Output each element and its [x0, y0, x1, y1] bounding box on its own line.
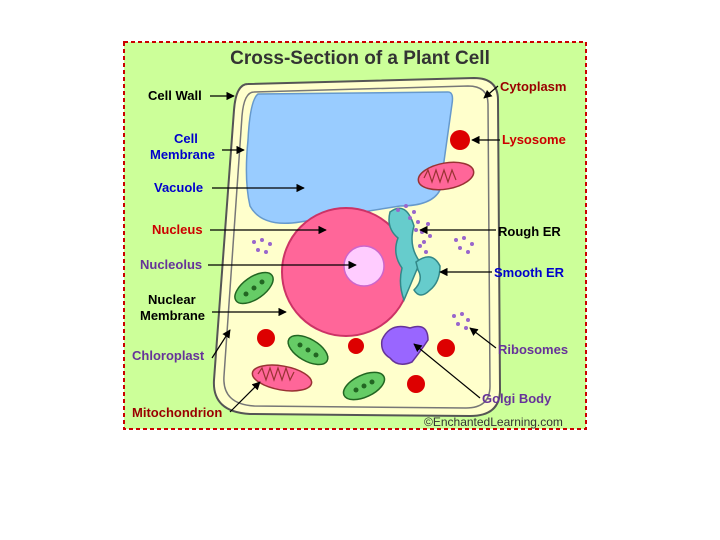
chloroplast-3 — [342, 371, 386, 401]
label-lysosome: Lysosome — [502, 132, 566, 147]
label-cell-membrane-line1: Cell — [174, 131, 198, 146]
label-chloroplast: Chloroplast — [132, 348, 205, 363]
rough-er — [388, 207, 421, 303]
mitochondrion-lower — [251, 364, 313, 392]
label-nucleus: Nucleus — [152, 222, 203, 237]
label-nuclear-membrane-line1: Nuclear — [148, 292, 196, 307]
label-cytoplasm: Cytoplasm — [500, 79, 566, 94]
label-golgi-body: Golgi Body — [482, 391, 552, 406]
smooth-er — [413, 256, 441, 296]
label-cell-membrane-line2: Membrane — [150, 147, 215, 162]
mitochondrion-upper — [417, 161, 475, 191]
label-cell-wall: Cell Wall — [148, 88, 202, 103]
free-ribosomes — [252, 236, 474, 330]
label-rough-er: Rough ER — [498, 224, 561, 239]
nucleolus — [343, 245, 385, 287]
vacuole — [245, 91, 454, 224]
label-vacuole: Vacuole — [154, 180, 203, 195]
label-mitochondrion: Mitochondrion — [132, 405, 222, 420]
chloroplast-2 — [287, 334, 329, 366]
label-ribosomes: Ribosomes — [498, 342, 568, 357]
diagram-title: Cross-Section of a Plant Cell — [230, 48, 490, 69]
label-nucleolus: Nucleolus — [140, 257, 202, 272]
label-nuclear-membrane-line2: Membrane — [140, 308, 205, 323]
chloroplast-1 — [234, 271, 274, 305]
lysosomes — [257, 130, 470, 393]
label-smooth-er: Smooth ER — [494, 265, 565, 280]
credit: ©EnchantedLearning.com — [424, 415, 563, 429]
leader-arrows — [208, 85, 500, 413]
